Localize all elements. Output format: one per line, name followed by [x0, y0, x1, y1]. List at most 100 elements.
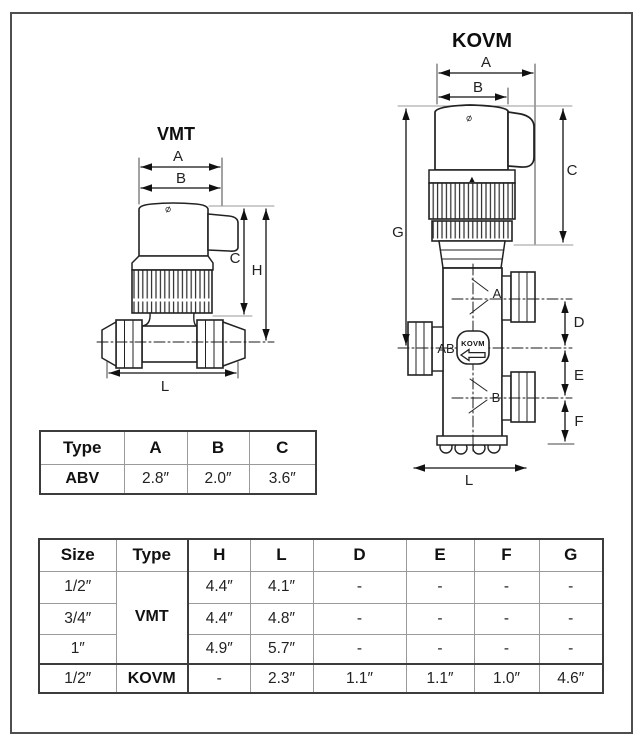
col-header-size: Size [38, 538, 117, 572]
kovm-knurled-ring-upper [428, 182, 516, 220]
cell-f: 1.0″ [473, 663, 540, 694]
kovm-port-a-flange [501, 275, 512, 321]
table-row: 1/2″ KOVM - 2.3″ 1.1″ 1.1″ 1.0″ 4.6″ [38, 663, 604, 694]
cell-f: - [473, 633, 540, 665]
cell-d: - [312, 570, 407, 604]
kovm-port-b-label: B [492, 390, 501, 405]
cell-type-kovm: KOVM [115, 663, 189, 694]
col-header-f: F [473, 538, 540, 572]
cell-f: - [473, 570, 540, 604]
cell-d: 1.1″ [312, 663, 407, 694]
table-row: 1″ 4.9″ 5.7″ - - - - [38, 633, 604, 665]
col-header-a: A [123, 430, 188, 465]
kovm-valve-head [434, 104, 509, 171]
cell-h: 4.9″ [187, 633, 251, 665]
kovm-leader-line [469, 299, 489, 315]
kovm-port-b-hex-nut [510, 371, 536, 423]
cell-type: ABV [39, 463, 125, 495]
cell-g: 4.6″ [538, 663, 604, 694]
cell-l: 4.8″ [249, 602, 314, 635]
kovm-port-a-hex-nut [510, 271, 536, 323]
vmt-knurled-ring [131, 269, 213, 314]
col-header-b: B [186, 430, 250, 465]
vmt-tailpiece-left [101, 320, 117, 368]
vmt-hex-nut-right [196, 319, 224, 369]
kovm-diameter-symbol: ⌀ [465, 112, 474, 124]
kovm-title: KOVM [452, 30, 512, 52]
vmt-head-side-tab [207, 213, 239, 252]
kovm-port-ab-label: AB [437, 341, 454, 356]
kovm-head-side-tab [507, 111, 535, 168]
col-header-l: L [249, 538, 314, 572]
kovm-dim-a-label: A [481, 54, 491, 71]
kovm-port-a-label: A [493, 286, 502, 301]
col-header-d: D [312, 538, 407, 572]
table-header-row: Type A B C [39, 430, 317, 465]
cell-g: - [538, 602, 604, 635]
kovm-dim-l-label: L [465, 472, 473, 489]
cell-size: 1″ [38, 633, 117, 665]
cell-f: - [473, 602, 540, 635]
vmt-dim-c-label: C [230, 250, 241, 267]
size-dimensions-table: Size Type H L D E F G 1/2″ VMT 4.4″ 4.1″… [38, 538, 604, 694]
table-row: ABV 2.8″ 2.0″ 3.6″ [39, 463, 317, 495]
kovm-leader-line [468, 399, 488, 414]
cell-h: - [187, 663, 251, 694]
cell-size: 3/4″ [38, 602, 117, 635]
col-header-g: G [538, 538, 604, 572]
kovm-drawing: KOVM A B ⌀ ▲ [392, 30, 584, 489]
col-header-e: E [405, 538, 475, 572]
table-header-row: Size Type H L D E F G [38, 538, 604, 572]
cell-h: 4.4″ [187, 602, 251, 635]
cell-g: - [538, 633, 604, 665]
cell-b: 2.0″ [186, 463, 250, 495]
kovm-cap-marker: ▲ [468, 174, 477, 184]
cell-l: 5.7″ [249, 633, 314, 665]
cell-l: 4.1″ [249, 570, 314, 604]
kovm-badge-label: KOVM [461, 339, 485, 348]
vmt-diameter-symbol: ⌀ [164, 203, 173, 215]
kovm-dim-b-label: B [473, 79, 483, 96]
cell-size: 1/2″ [38, 663, 117, 694]
cell-e: - [405, 602, 475, 635]
flow-direction-arrow-icon [459, 348, 486, 362]
vmt-title: VMT [157, 124, 195, 144]
kovm-dim-g-label: G [392, 224, 404, 241]
vmt-body-fillet [141, 312, 151, 327]
kovm-leader-line [471, 278, 489, 292]
kovm-dim-e-label: E [574, 367, 584, 384]
vmt-adapter-flare [131, 255, 214, 271]
page-border [10, 12, 633, 734]
vmt-body-pipe [141, 325, 198, 363]
vmt-valve-head [138, 202, 209, 257]
col-header-h: H [187, 538, 251, 572]
kovm-leader-line [469, 378, 488, 392]
vmt-dim-a-label: A [173, 148, 183, 165]
cell-e: - [405, 570, 475, 604]
kovm-neck [438, 240, 506, 269]
kovm-dim-c-label: C [567, 162, 578, 179]
cell-h: 4.4″ [187, 570, 251, 604]
cell-c: 3.6″ [248, 463, 317, 495]
kovm-dim-f-label: F [574, 413, 583, 430]
cell-size: 1/2″ [38, 570, 117, 604]
cell-e: - [405, 633, 475, 665]
vmt-hex-nut-left [115, 319, 143, 369]
cell-e: 1.1″ [405, 663, 475, 694]
col-header-type: Type [39, 430, 125, 465]
vmt-tailpiece-right [222, 320, 246, 368]
cell-d: - [312, 602, 407, 635]
cell-d: - [312, 633, 407, 665]
kovm-dim-d-label: D [574, 314, 585, 331]
col-header-type: Type [115, 538, 189, 572]
table-row: 1/2″ VMT 4.4″ 4.1″ - - - - [38, 570, 604, 665]
cell-a: 2.8″ [123, 463, 188, 495]
vmt-drawing: VMT A B ⌀ C H [96, 124, 275, 395]
cell-g: - [538, 570, 604, 604]
abv-dimensions-table: Type A B C ABV 2.8″ 2.0″ 3.6″ [39, 430, 317, 495]
kovm-knurled-ring-lower [431, 220, 513, 242]
vmt-dim-b-label: B [176, 170, 186, 187]
cell-type-vmt: VMT [115, 570, 189, 665]
kovm-bottom-cap [436, 435, 508, 446]
